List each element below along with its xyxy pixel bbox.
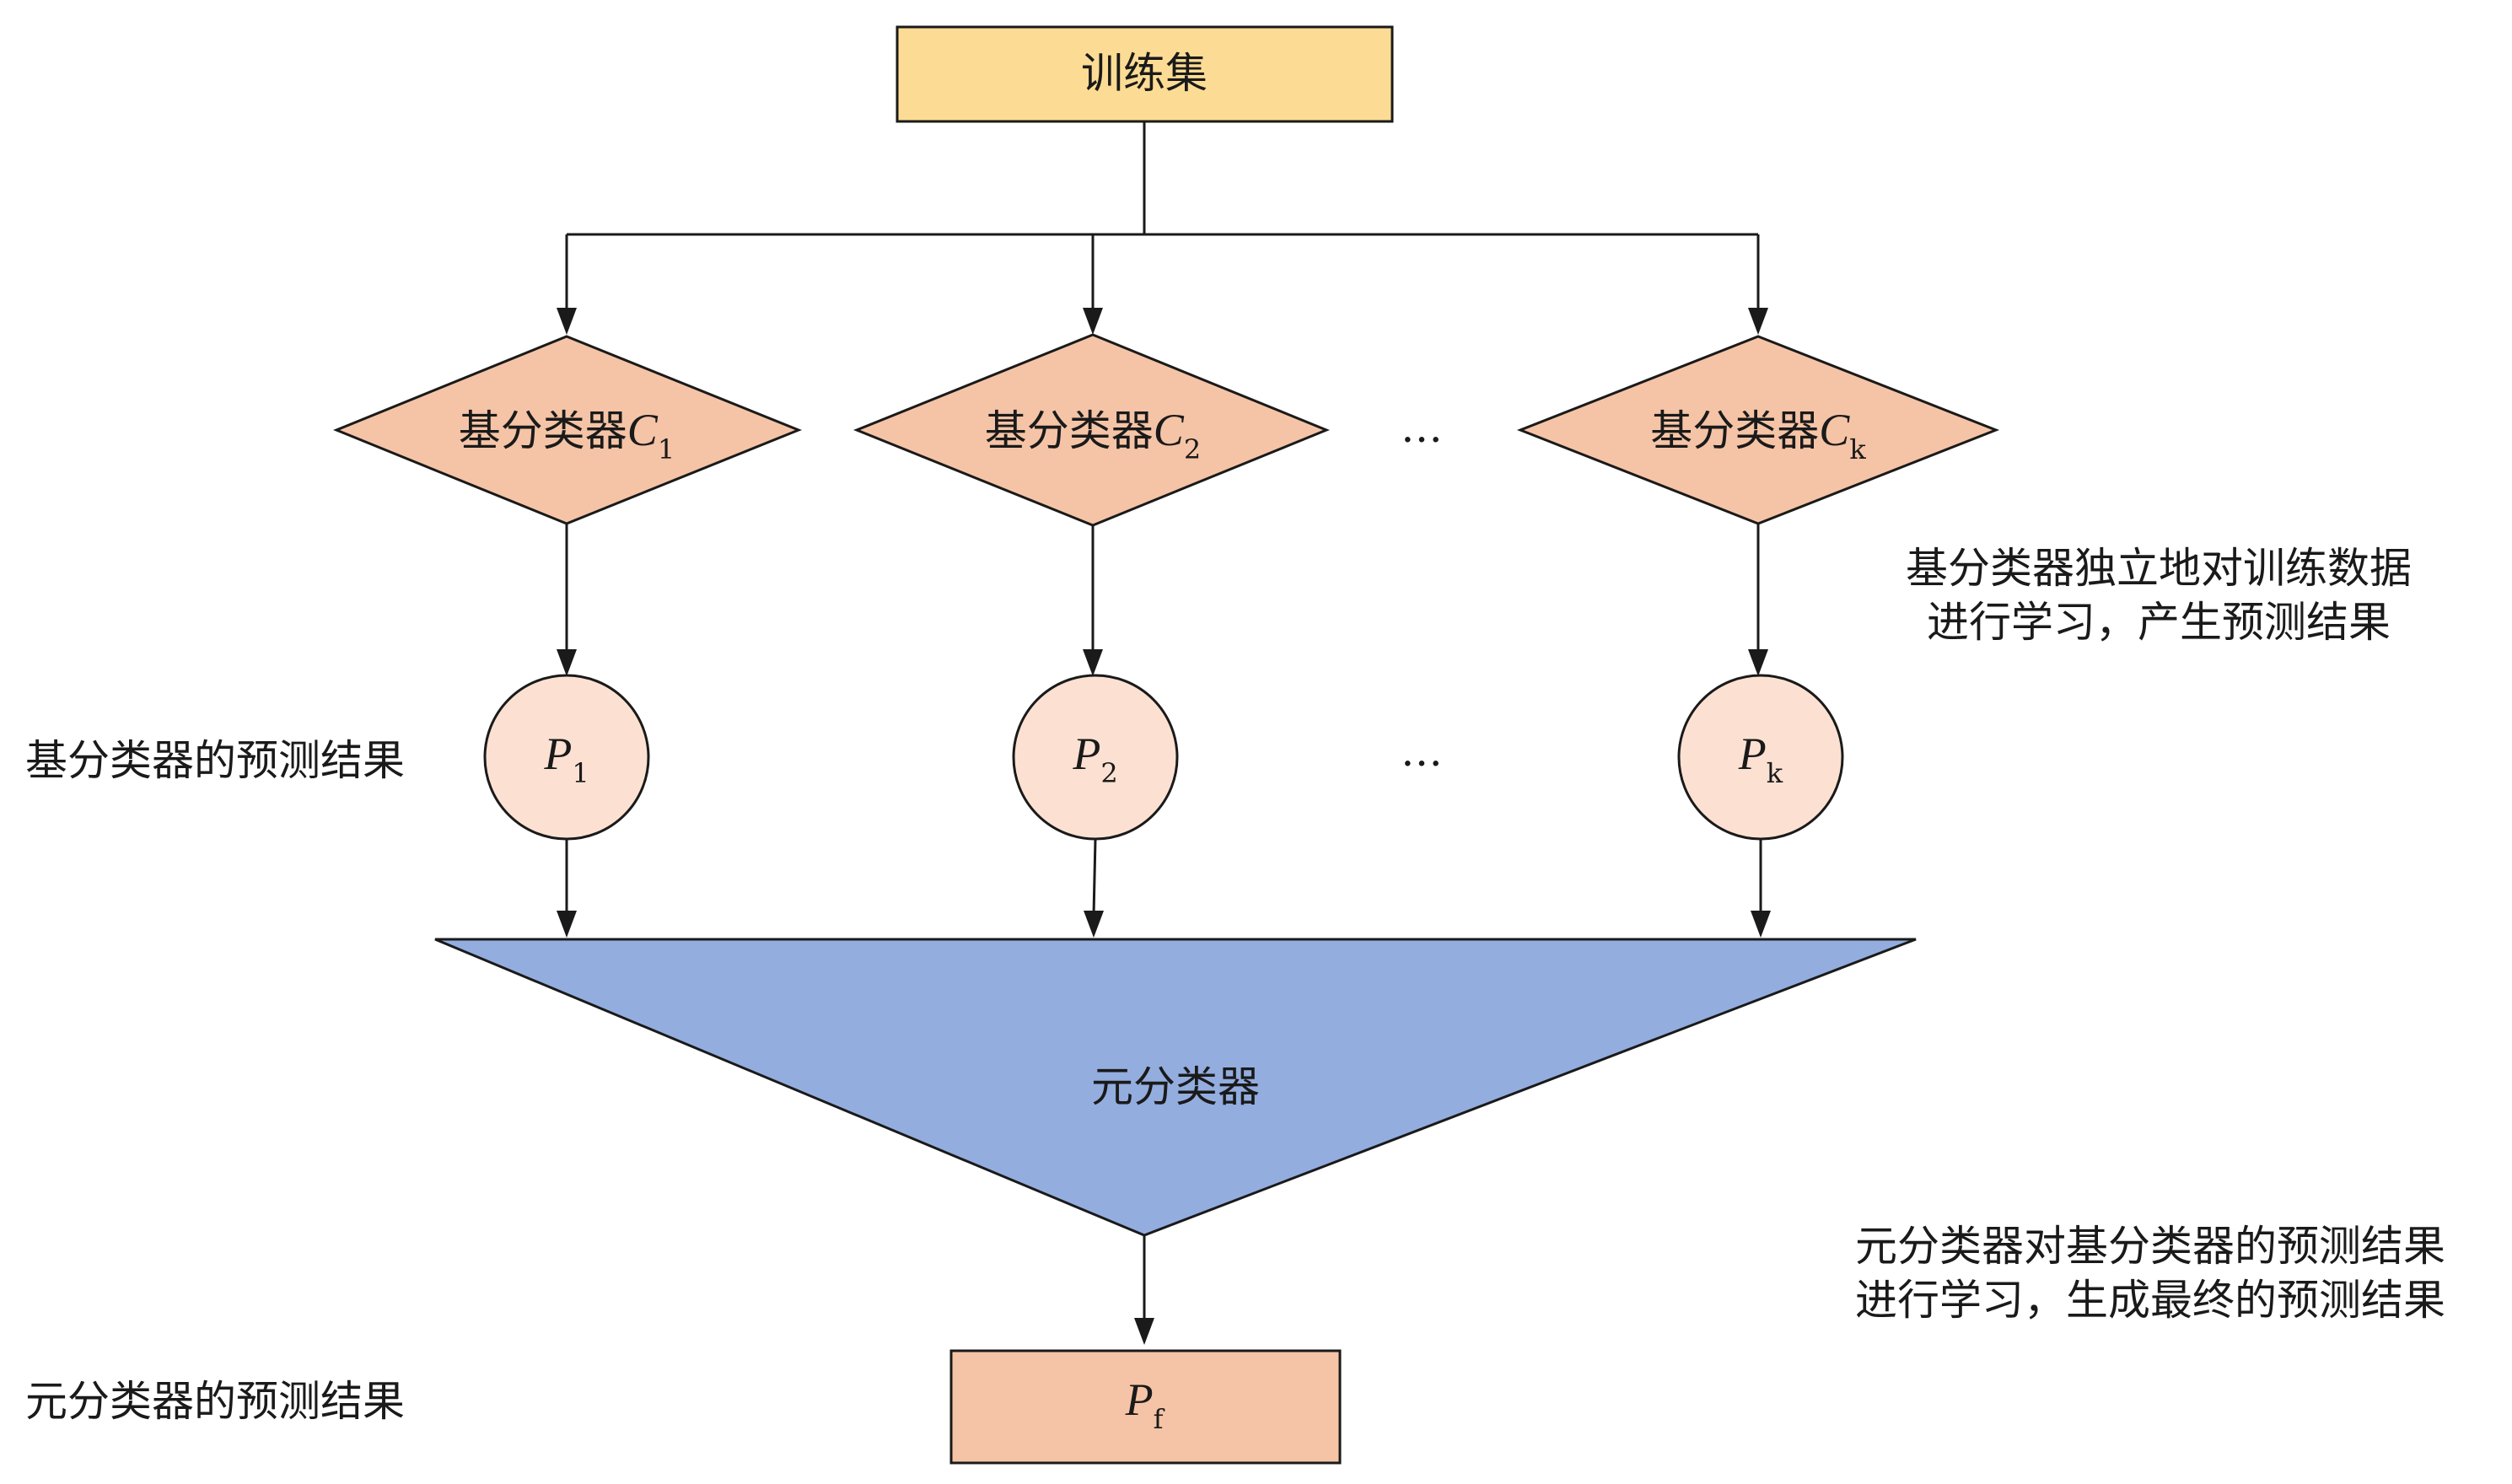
connector-p2-meta (1092, 838, 1097, 916)
annotation-meta-learning: 元分类器对基分类器的预测结果 进行学习，生成最终的预测结果 (1813, 1219, 2488, 1327)
training-set-node: 训练集 (896, 25, 1394, 123)
arrowhead-c1 (557, 308, 577, 335)
diamond-c1-text: 基分类器C1 (459, 405, 675, 465)
annotation-base-learning-line2: 进行学习，产生预测结果 (1927, 598, 2391, 647)
meta-classifier-triangle (434, 938, 1917, 1237)
annotation-meta-learning-line2: 进行学习，生成最终的预测结果 (1855, 1276, 2445, 1325)
training-arrowheads (557, 308, 1768, 335)
arrowhead-meta-k (1751, 911, 1771, 938)
arrowhead-meta-1 (557, 911, 577, 938)
annotation-meta-learning-line1: 元分类器对基分类器的预测结果 (1855, 1222, 2445, 1271)
meta-classifier-node: 元分类器 (434, 938, 1917, 1237)
meta-arrowheads (557, 911, 1771, 938)
arrowhead-p1 (557, 649, 577, 676)
ellipsis-diamonds: … (1401, 403, 1443, 452)
circle-arrowheads (557, 649, 1768, 676)
circle-p2-text: P2 (1072, 729, 1117, 789)
annotation-base-learning: 基分类器独立地对训练数据 进行学习，产生预测结果 (1864, 541, 2454, 649)
training-connectors (565, 121, 1760, 312)
diamond-c2-text: 基分类器C2 (985, 405, 1201, 465)
circle-pk-text: Pk (1738, 729, 1783, 789)
circle-p1-text: P1 (543, 729, 589, 789)
arrowhead-p2 (1083, 649, 1103, 676)
annotation-base-learning-line1: 基分类器独立地对训练数据 (1906, 544, 2412, 593)
prediction-p1: P1 (483, 674, 650, 841)
arrowhead-ck (1748, 308, 1768, 335)
ellipsis-circles: … (1401, 727, 1443, 776)
arrowhead-final (1134, 1318, 1154, 1345)
arrowhead-meta-2 (1084, 911, 1104, 938)
annotation-base-predictions: 基分类器的预测结果 (25, 736, 405, 785)
prediction-p2: P2 (1012, 674, 1179, 841)
prediction-pk: Pk (1677, 674, 1844, 841)
training-set-label: 训练集 (1081, 49, 1208, 98)
arrowhead-c2 (1083, 308, 1103, 335)
diamond-ck-text: 基分类器Ck (1650, 405, 1866, 465)
annotation-meta-predictions: 元分类器的预测结果 (25, 1377, 405, 1426)
training-set-box (896, 25, 1394, 123)
base-classifier-c1: 基分类器C1 (333, 335, 803, 525)
final-prediction-box (949, 1349, 1342, 1465)
circle-to-meta-connectors (565, 838, 1762, 916)
final-prediction-node: Pf (949, 1349, 1342, 1465)
arrowhead-pk (1748, 649, 1768, 676)
diamond-to-circle-connectors (565, 524, 1760, 653)
base-classifier-c2: 基分类器C2 (853, 333, 1330, 527)
final-prediction-text: Pf (1125, 1374, 1165, 1435)
meta-classifier-label: 元分类器 (1091, 1062, 1260, 1111)
base-classifier-ck: 基分类器Ck (1516, 335, 2000, 525)
